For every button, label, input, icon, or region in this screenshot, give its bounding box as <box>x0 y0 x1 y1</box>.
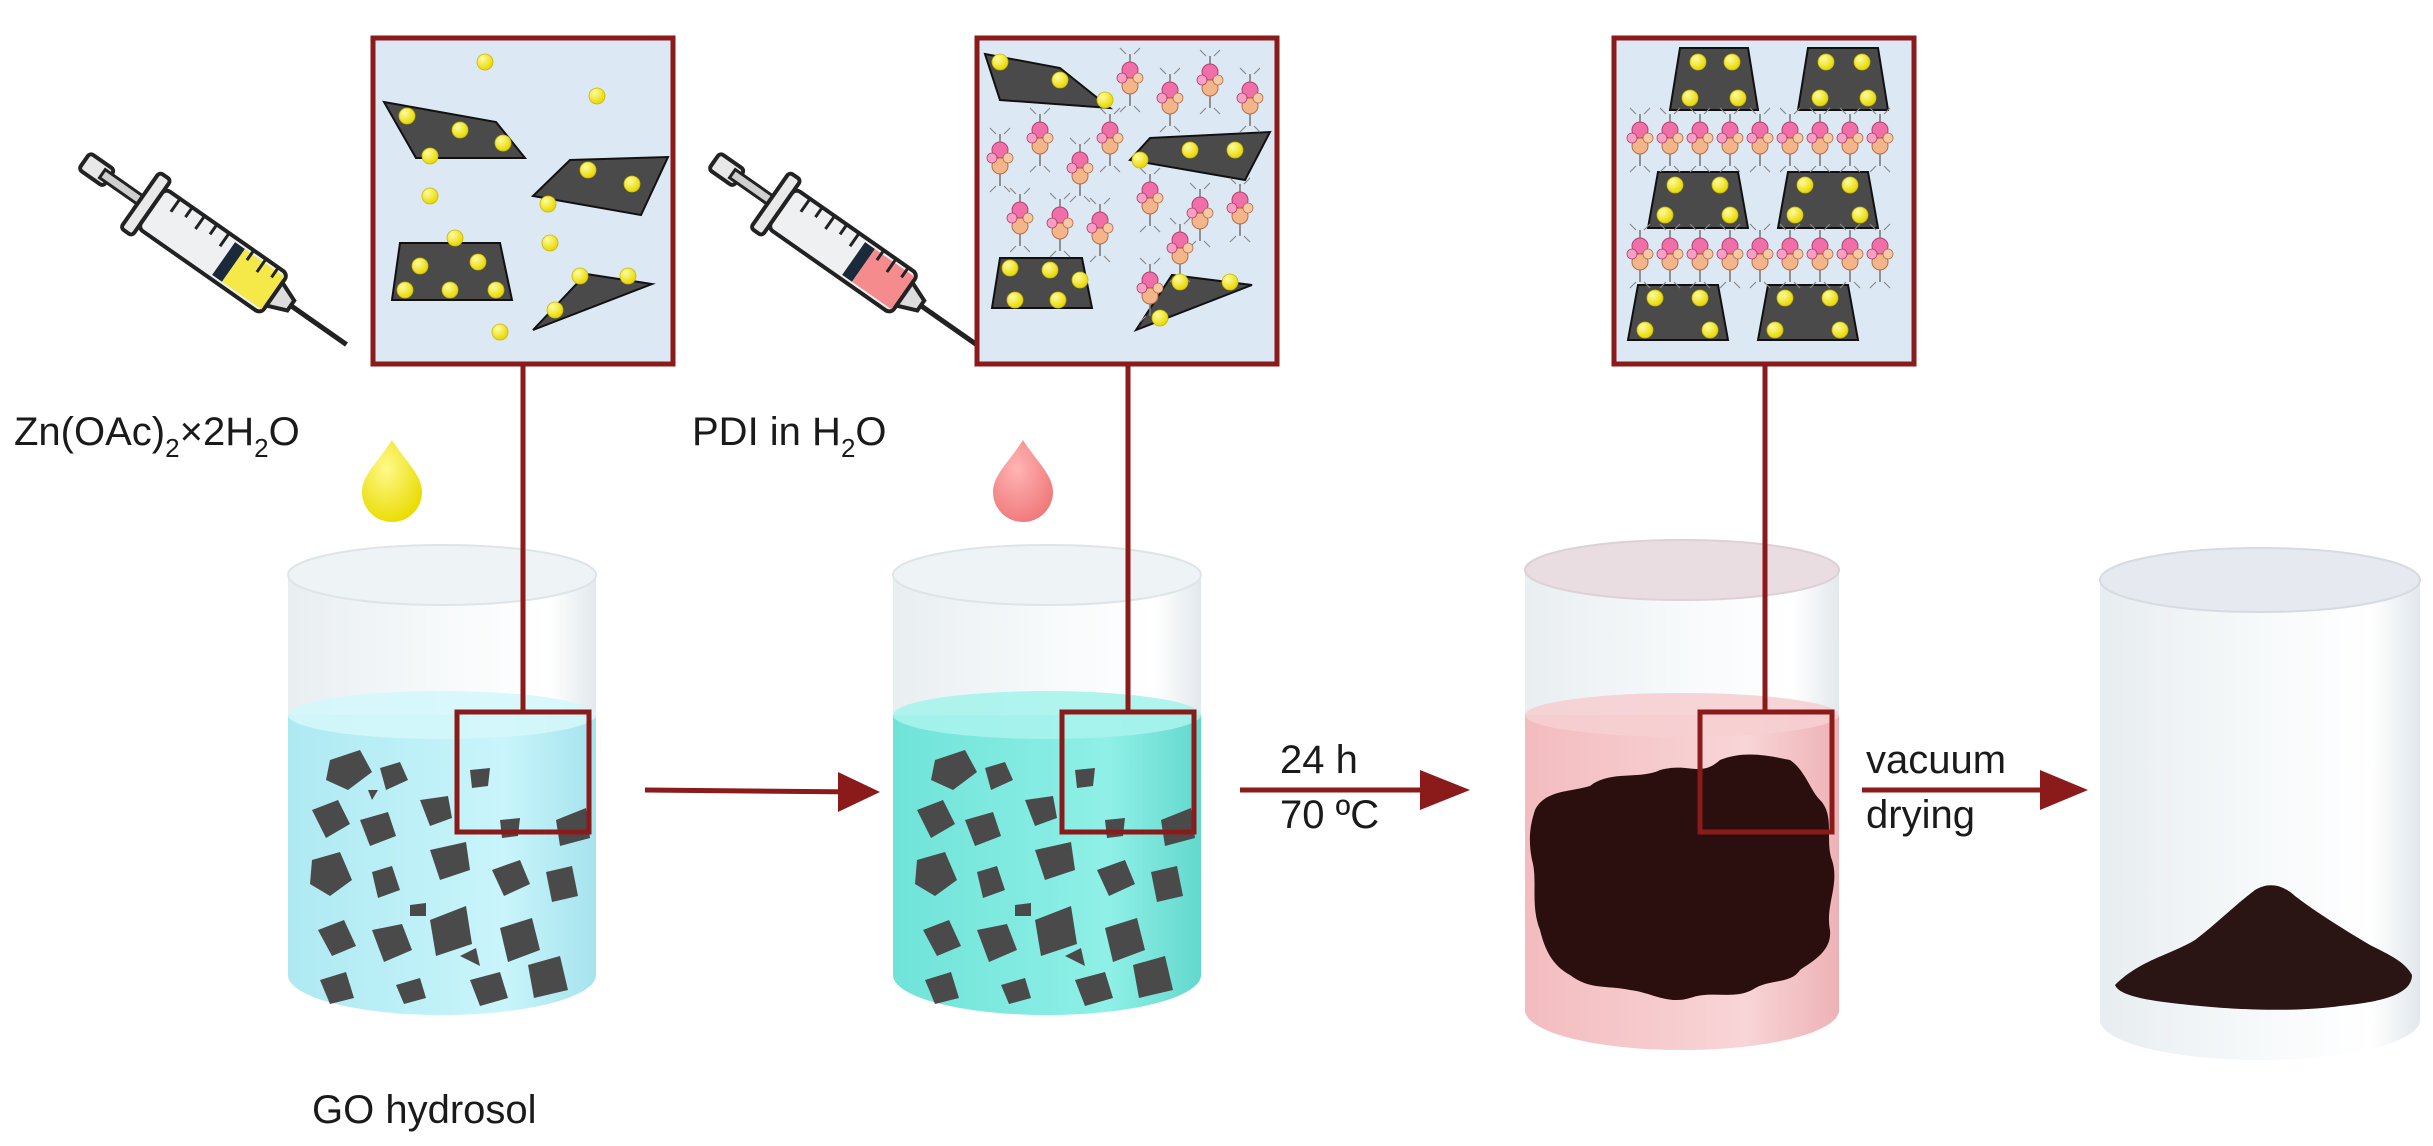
drying-label-line1: vacuum <box>1866 738 2006 782</box>
pdi-reagent-label: PDI in H2O <box>692 410 887 463</box>
beaker-go-hydrosol <box>287 544 597 1015</box>
syringe-pink-icon <box>708 152 978 347</box>
zoom-box <box>454 709 592 835</box>
drop-pink-icon <box>993 440 1053 522</box>
inset-assembled-gel <box>1611 35 1917 367</box>
syringe-yellow-icon <box>78 152 348 347</box>
graphene-oxide-flakes <box>310 750 590 1006</box>
beaker-hydrogel <box>1524 539 1840 1050</box>
zoom-box <box>1697 709 1835 835</box>
beaker-dried-powder <box>2099 547 2421 1060</box>
go-hydrosol-label: GO hydrosol <box>312 1088 537 1132</box>
reaction-time-label: 24 h <box>1280 738 1358 782</box>
beaker-zn-go-mixture <box>892 544 1202 1015</box>
zinc-reagent-label: Zn(OAc)2×2H2O <box>14 410 300 463</box>
gel-monolith <box>1529 754 1835 1001</box>
zoom-box <box>1059 709 1197 835</box>
inset-go-zinc-pdi <box>974 35 1280 367</box>
drop-yellow-icon <box>362 440 422 522</box>
reaction-temperature-label: 70 ºC <box>1280 793 1379 837</box>
drying-label-line2: drying <box>1866 793 1975 837</box>
graphene-oxide-flakes <box>915 750 1195 1006</box>
inset-go-zinc <box>370 35 676 367</box>
powder-pile <box>2115 885 2412 1010</box>
arrow-step-2 <box>644 787 863 795</box>
